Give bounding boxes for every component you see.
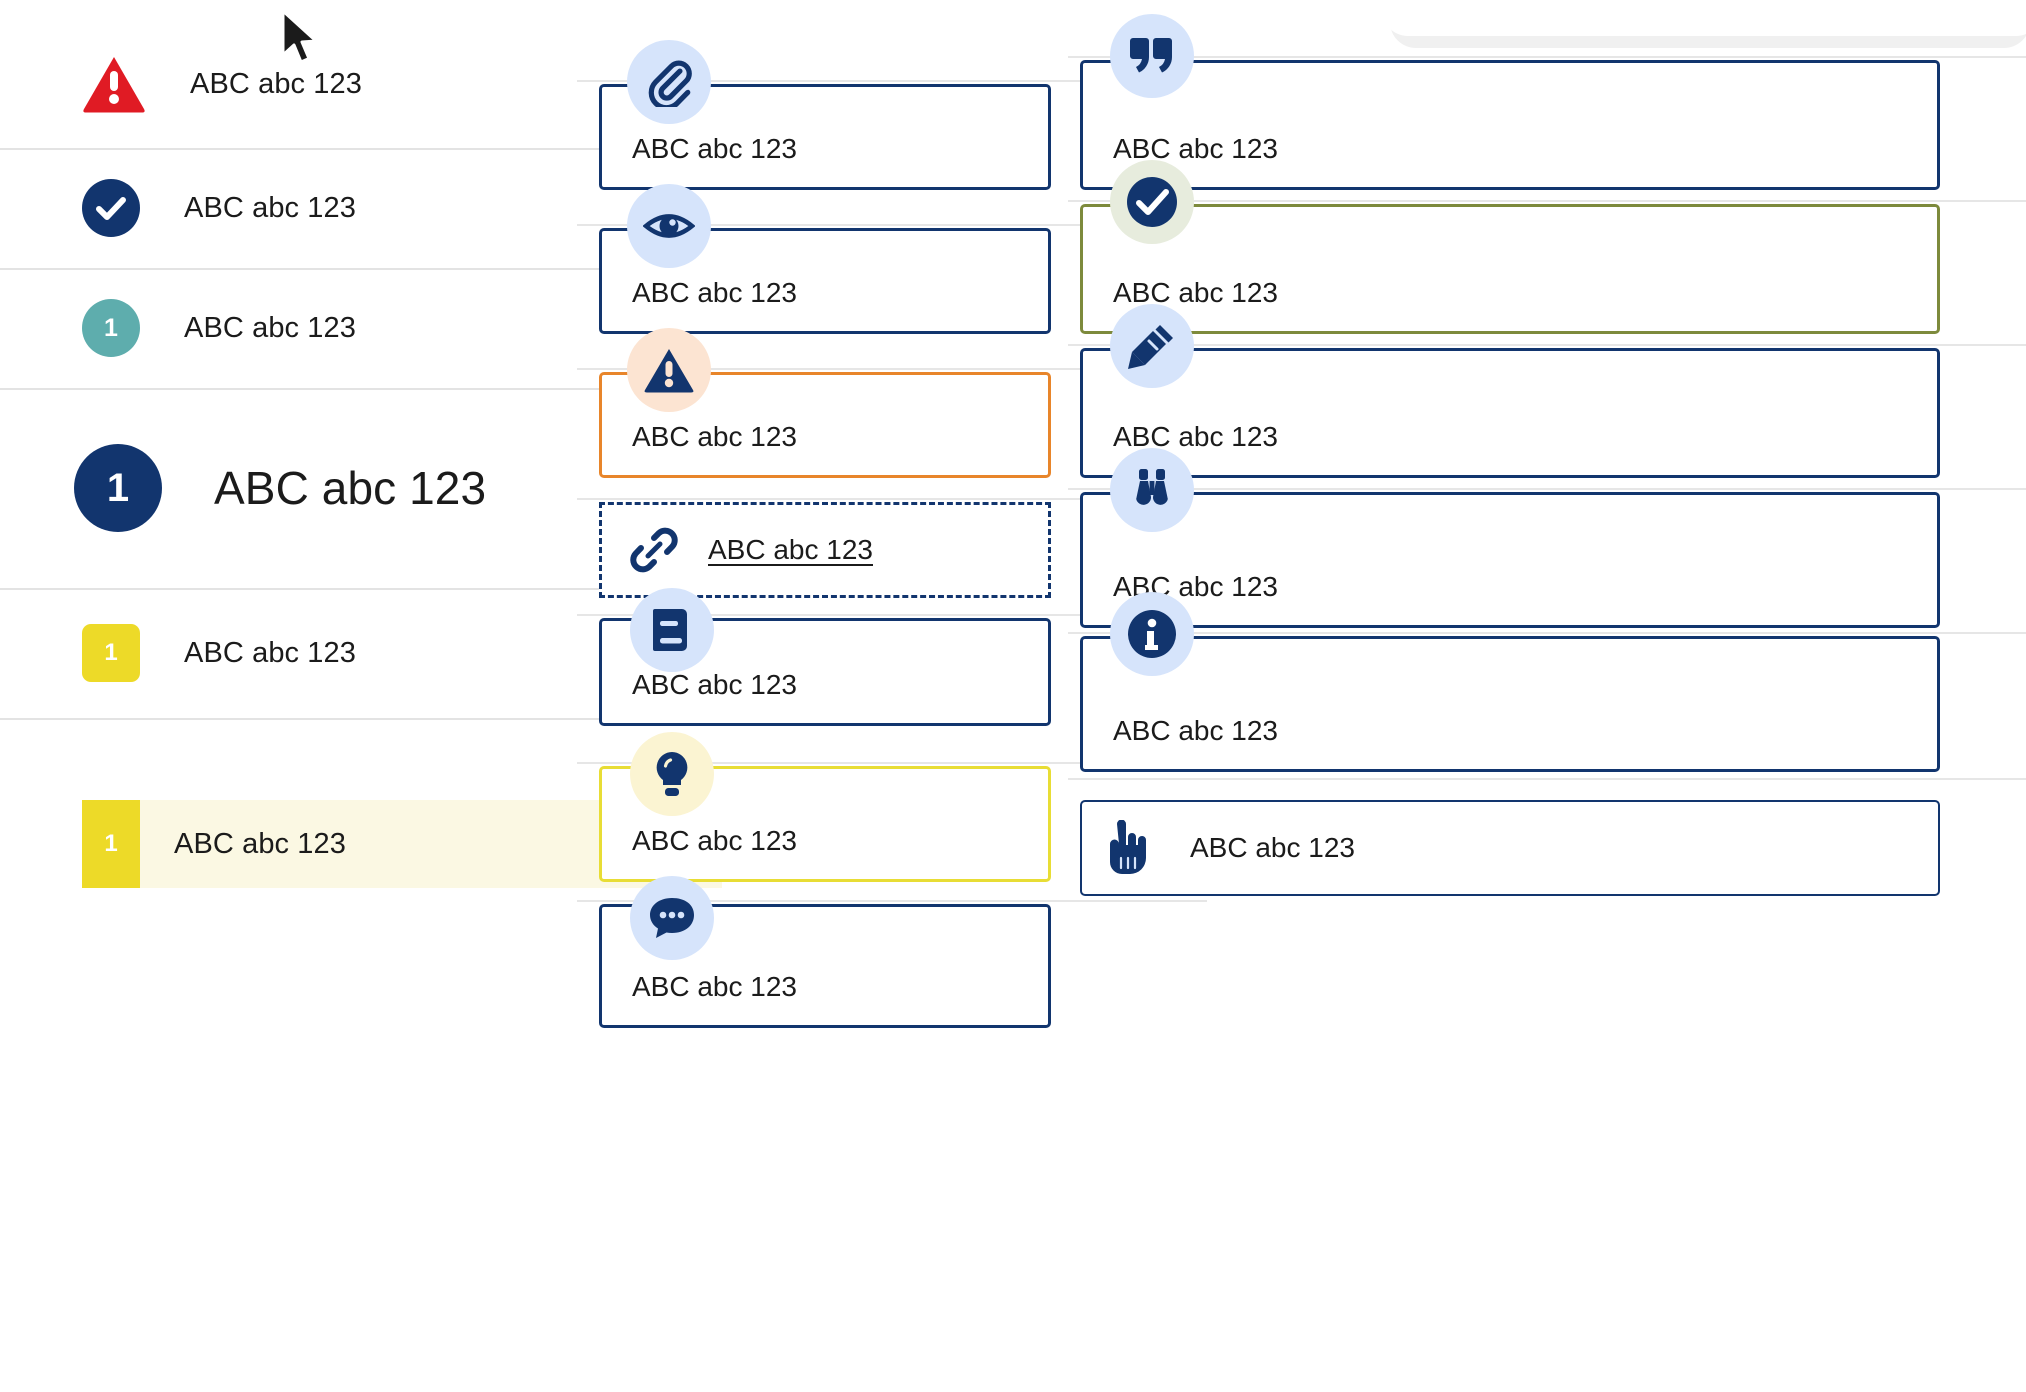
divider bbox=[577, 498, 1207, 500]
divider bbox=[1068, 778, 2026, 780]
check-circle-icon bbox=[1110, 160, 1194, 244]
divider bbox=[577, 614, 1207, 616]
divider bbox=[1068, 200, 2026, 202]
divider bbox=[1068, 344, 2026, 346]
callout-card-success[interactable]: ABC abc 123 bbox=[1080, 204, 1940, 334]
lightbulb-icon bbox=[630, 732, 714, 816]
divider bbox=[577, 80, 1207, 82]
callout-card-label: ABC abc 123 bbox=[632, 825, 797, 856]
callout-card-attachment[interactable]: ABC abc 123 bbox=[599, 84, 1051, 190]
number-badge-value: 1 bbox=[104, 830, 118, 857]
binoculars-icon bbox=[1110, 448, 1194, 532]
callout-card-label: ABC abc 123 bbox=[632, 133, 797, 164]
callout-card-label: ABC abc 123 bbox=[632, 971, 797, 1002]
eye-icon bbox=[627, 184, 711, 268]
number-badge: 1 bbox=[82, 624, 140, 682]
sidebar-item-label: ABC abc 123 bbox=[174, 827, 346, 860]
info-circle-icon bbox=[1110, 592, 1194, 676]
callout-card-inline: ABC abc 123 bbox=[628, 505, 873, 595]
quote-icon bbox=[1110, 14, 1194, 98]
sidebar-item-number-teal[interactable]: 1 ABC abc 123 bbox=[0, 268, 752, 388]
divider bbox=[0, 148, 752, 150]
sidebar-item-warning[interactable]: ABC abc 123 bbox=[0, 20, 752, 148]
warning-triangle-icon bbox=[627, 328, 711, 412]
divider bbox=[577, 762, 1207, 764]
paperclip-icon bbox=[627, 40, 711, 124]
callout-card-edit[interactable]: ABC abc 123 bbox=[1080, 348, 1940, 478]
callout-card-label: ABC abc 123 bbox=[1190, 832, 1355, 863]
divider bbox=[0, 388, 752, 390]
number-badge: 1 bbox=[82, 299, 140, 357]
callout-card-review[interactable]: ABC abc 123 bbox=[1080, 492, 1940, 628]
divider bbox=[1068, 56, 2026, 58]
callout-card-link[interactable]: ABC abc 123 bbox=[599, 502, 1051, 598]
top-right-panel-cover bbox=[1382, 0, 2026, 36]
pointing-hand-icon bbox=[1104, 820, 1150, 876]
sidebar-item-number-yellow[interactable]: 1 ABC abc 123 bbox=[0, 588, 752, 718]
divider bbox=[0, 588, 752, 590]
divider bbox=[577, 900, 1207, 902]
callout-card-label: ABC abc 123 bbox=[1113, 133, 1278, 164]
callout-card-label: ABC abc 123 bbox=[1113, 715, 1278, 746]
sidebar-item-selected-wrapper bbox=[0, 718, 752, 898]
callout-card-label: ABC abc 123 bbox=[632, 421, 797, 452]
callout-card-link-label[interactable]: ABC abc 123 bbox=[708, 534, 873, 565]
number-badge: 1 bbox=[82, 800, 140, 888]
sidebar-item-label: ABC abc 123 bbox=[184, 311, 356, 344]
divider bbox=[0, 718, 752, 720]
callout-card-comment[interactable]: ABC abc 123 bbox=[599, 904, 1051, 1028]
callout-card-label: ABC abc 123 bbox=[1113, 421, 1278, 452]
callout-card-label: ABC abc 123 bbox=[632, 277, 797, 308]
book-icon bbox=[630, 588, 714, 672]
pencil-icon bbox=[1110, 304, 1194, 388]
callout-card-info[interactable]: ABC abc 123 bbox=[1080, 636, 1940, 772]
sidebar-item-label: ABC abc 123 bbox=[214, 462, 487, 514]
divider bbox=[1068, 488, 2026, 490]
divider bbox=[0, 268, 752, 270]
callout-card-inline: ABC abc 123 bbox=[1104, 802, 1355, 894]
sidebar-item-label: ABC abc 123 bbox=[190, 67, 362, 100]
mouse-pointer-icon bbox=[278, 8, 324, 75]
sidebar-item-check[interactable]: ABC abc 123 bbox=[0, 148, 752, 268]
number-badge-value: 1 bbox=[104, 313, 118, 342]
number-badge-value: 1 bbox=[104, 639, 118, 666]
callout-card-label: ABC abc 123 bbox=[1113, 277, 1278, 308]
number-badge: 1 bbox=[74, 444, 162, 532]
callout-card-quote[interactable]: ABC abc 123 bbox=[1080, 60, 1940, 190]
divider bbox=[1068, 632, 2026, 634]
divider bbox=[577, 224, 1207, 226]
check-circle-icon bbox=[82, 179, 140, 237]
link-chain-icon bbox=[628, 524, 680, 576]
warning-triangle-icon bbox=[82, 55, 146, 113]
sidebar-item-number-large[interactable]: 1 ABC abc 123 bbox=[0, 388, 752, 588]
sidebar-item-label: ABC abc 123 bbox=[184, 636, 356, 669]
number-badge-value: 1 bbox=[106, 466, 130, 510]
sidebar-item-label: ABC abc 123 bbox=[184, 191, 356, 224]
callout-card-label: ABC abc 123 bbox=[632, 669, 797, 700]
divider bbox=[577, 368, 1207, 370]
callout-card-action[interactable]: ABC abc 123 bbox=[1080, 800, 1940, 896]
chat-bubble-icon bbox=[630, 876, 714, 960]
